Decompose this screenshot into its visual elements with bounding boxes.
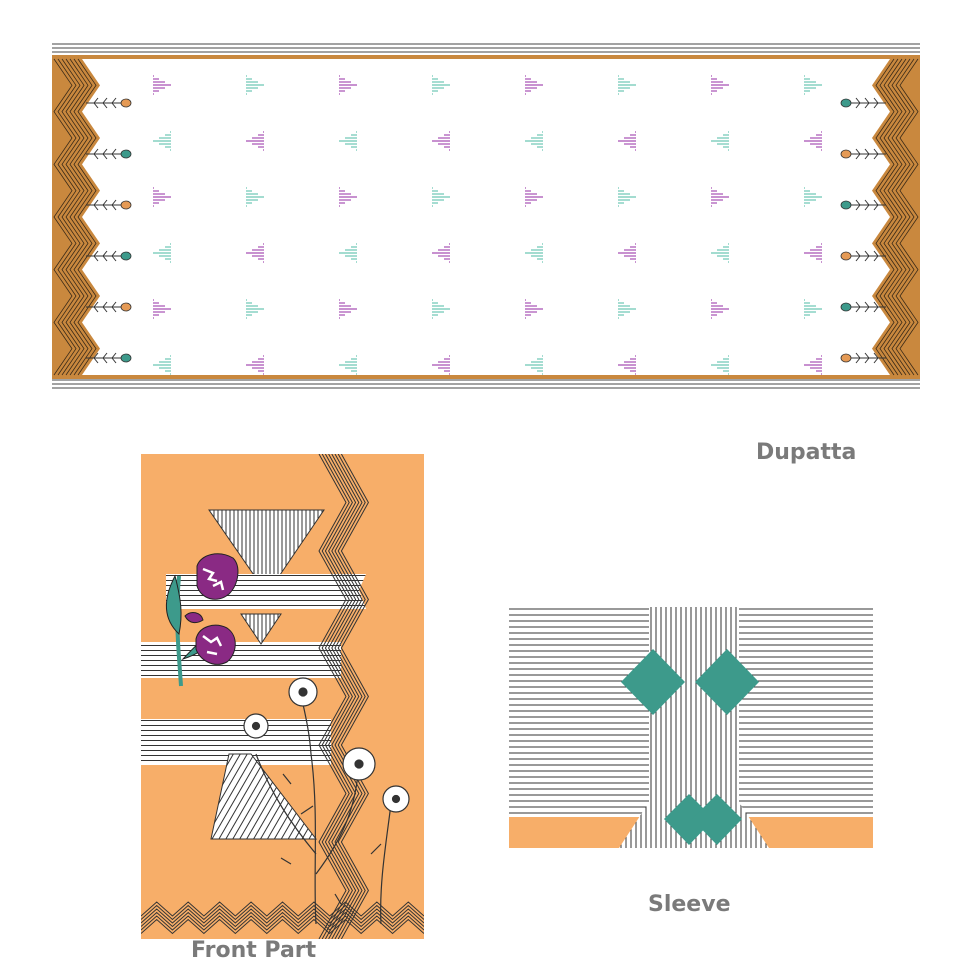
striped-triangle	[153, 131, 171, 151]
striped-triangle	[339, 131, 357, 151]
border-flower	[86, 199, 132, 211]
striped-triangle	[711, 299, 729, 319]
striped-triangle	[432, 355, 450, 375]
striped-triangle	[339, 243, 357, 263]
front-zigzag-band	[318, 454, 369, 939]
dupatta-triangle-grid	[153, 75, 822, 375]
front-triangle-top	[208, 509, 325, 595]
border-flower	[840, 352, 886, 364]
striped-triangle	[618, 75, 636, 95]
front-bottom-zigzag	[141, 901, 424, 935]
striped-triangle	[246, 355, 264, 375]
striped-triangle	[804, 299, 822, 319]
striped-triangle	[246, 75, 264, 95]
border-flower	[86, 148, 132, 160]
striped-triangle	[804, 243, 822, 263]
striped-triangle	[804, 187, 822, 207]
sleeve-diamond	[692, 794, 742, 845]
striped-triangle	[711, 131, 729, 151]
front-part-artwork	[141, 454, 424, 939]
border-flower	[840, 199, 886, 211]
striped-triangle	[618, 131, 636, 151]
dupatta-side-zigzag	[53, 58, 919, 376]
striped-triangle	[246, 243, 264, 263]
striped-triangle	[432, 187, 450, 207]
border-flower	[840, 97, 886, 109]
tulip-flower	[165, 553, 239, 687]
striped-triangle	[339, 299, 357, 319]
striped-triangle	[525, 75, 543, 95]
dupatta-panel	[52, 43, 920, 391]
front-part-panel	[141, 454, 424, 939]
striped-triangle	[432, 75, 450, 95]
striped-triangle	[525, 187, 543, 207]
striped-triangle	[153, 243, 171, 263]
striped-triangle	[153, 75, 171, 95]
striped-triangle	[339, 75, 357, 95]
dupatta-label: Dupatta	[756, 440, 857, 465]
border-flower	[86, 97, 132, 109]
sleeve-artwork	[509, 607, 873, 848]
front-triangle-bottom	[210, 753, 318, 840]
striped-triangle	[711, 243, 729, 263]
striped-triangle	[246, 131, 264, 151]
striped-triangle	[339, 355, 357, 375]
striped-triangle	[711, 187, 729, 207]
striped-triangle	[153, 355, 171, 375]
border-flower	[86, 250, 132, 262]
dupatta-top-stripes	[52, 43, 920, 55]
dupatta-field	[82, 59, 890, 375]
dupatta-bottom-stripes	[52, 379, 920, 391]
striped-triangle	[618, 243, 636, 263]
dupatta-artwork	[52, 43, 920, 391]
striped-triangle	[432, 131, 450, 151]
striped-triangle	[525, 355, 543, 375]
striped-triangle	[246, 299, 264, 319]
striped-triangle	[804, 355, 822, 375]
striped-triangle	[432, 243, 450, 263]
striped-triangle	[246, 187, 264, 207]
striped-triangle	[339, 187, 357, 207]
border-flower	[840, 148, 886, 160]
striped-triangle	[525, 299, 543, 319]
striped-triangle	[618, 355, 636, 375]
striped-triangle	[525, 243, 543, 263]
border-flower	[840, 250, 886, 262]
front-band-2	[141, 642, 341, 678]
striped-triangle	[618, 299, 636, 319]
poppy-flower	[243, 677, 410, 925]
sleeve-panel	[509, 607, 873, 848]
striped-triangle	[153, 299, 171, 319]
striped-triangle	[432, 299, 450, 319]
striped-triangle	[804, 131, 822, 151]
striped-triangle	[804, 75, 822, 95]
border-flower	[86, 352, 132, 364]
sleeve-diamond	[695, 649, 759, 715]
striped-triangle	[618, 187, 636, 207]
sleeve-diamond	[621, 649, 685, 715]
striped-triangle	[711, 75, 729, 95]
striped-triangle	[525, 131, 543, 151]
dupatta-border-flowers	[86, 97, 886, 364]
front-triangle-small	[240, 613, 282, 645]
striped-triangle	[153, 187, 171, 207]
border-flower	[86, 301, 132, 313]
sleeve-label: Sleeve	[648, 892, 731, 917]
front-band-1	[166, 574, 366, 609]
striped-triangle	[711, 355, 729, 375]
front-part-label: Front Part	[191, 938, 317, 963]
border-flower	[840, 301, 886, 313]
sleeve-diamond	[664, 794, 714, 845]
